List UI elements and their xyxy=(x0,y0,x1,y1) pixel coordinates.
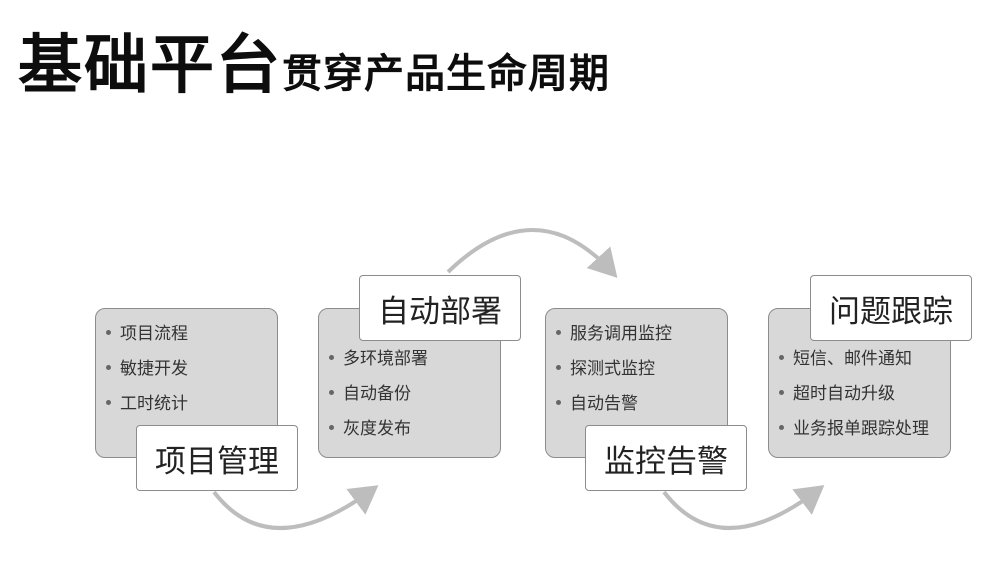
title-sub: 贯穿产品生命周期 xyxy=(282,51,610,97)
stage-label-project-management: 项目管理 xyxy=(136,425,298,491)
stage-label-issue-tracking: 问题跟踪 xyxy=(810,275,972,341)
list-item: 工时统计 xyxy=(106,387,277,422)
list-item: 灰度发布 xyxy=(329,412,500,447)
list-item: 自动告警 xyxy=(556,387,727,422)
stage-label-auto-deploy: 自动部署 xyxy=(359,275,521,341)
bullet-dot xyxy=(329,354,334,360)
list-item: 业务报单跟踪处理 xyxy=(779,412,950,447)
bullet-dot xyxy=(779,354,784,360)
arrow-3-to-4 xyxy=(662,485,825,530)
list-item: 服务调用监控 xyxy=(556,317,727,352)
bullet-dot xyxy=(329,389,334,395)
bullet-dot xyxy=(106,329,111,335)
arrow-2-to-3 xyxy=(446,228,618,278)
bullet-dot xyxy=(329,424,334,430)
list-item: 项目流程 xyxy=(106,317,277,352)
list-item: 自动备份 xyxy=(329,377,500,412)
bullet-dot xyxy=(556,399,561,405)
bullet-dot xyxy=(556,364,561,370)
bullet-dot xyxy=(106,364,111,370)
list-item: 探测式监控 xyxy=(556,352,727,387)
bullet-dot xyxy=(779,389,784,395)
page-title: 基础平台贯穿产品生命周期 xyxy=(18,14,610,106)
bullet-dot xyxy=(779,424,784,430)
list-item: 多环境部署 xyxy=(329,342,500,377)
arrow-1-to-2 xyxy=(212,485,379,530)
stage-label-monitoring-alert: 监控告警 xyxy=(585,425,747,491)
list-item: 超时自动升级 xyxy=(779,377,950,412)
title-main: 基础平台 xyxy=(18,29,282,103)
bullet-dot xyxy=(106,399,111,405)
list-item: 短信、邮件通知 xyxy=(779,342,950,377)
list-item: 敏捷开发 xyxy=(106,352,277,387)
bullet-dot xyxy=(556,329,561,335)
